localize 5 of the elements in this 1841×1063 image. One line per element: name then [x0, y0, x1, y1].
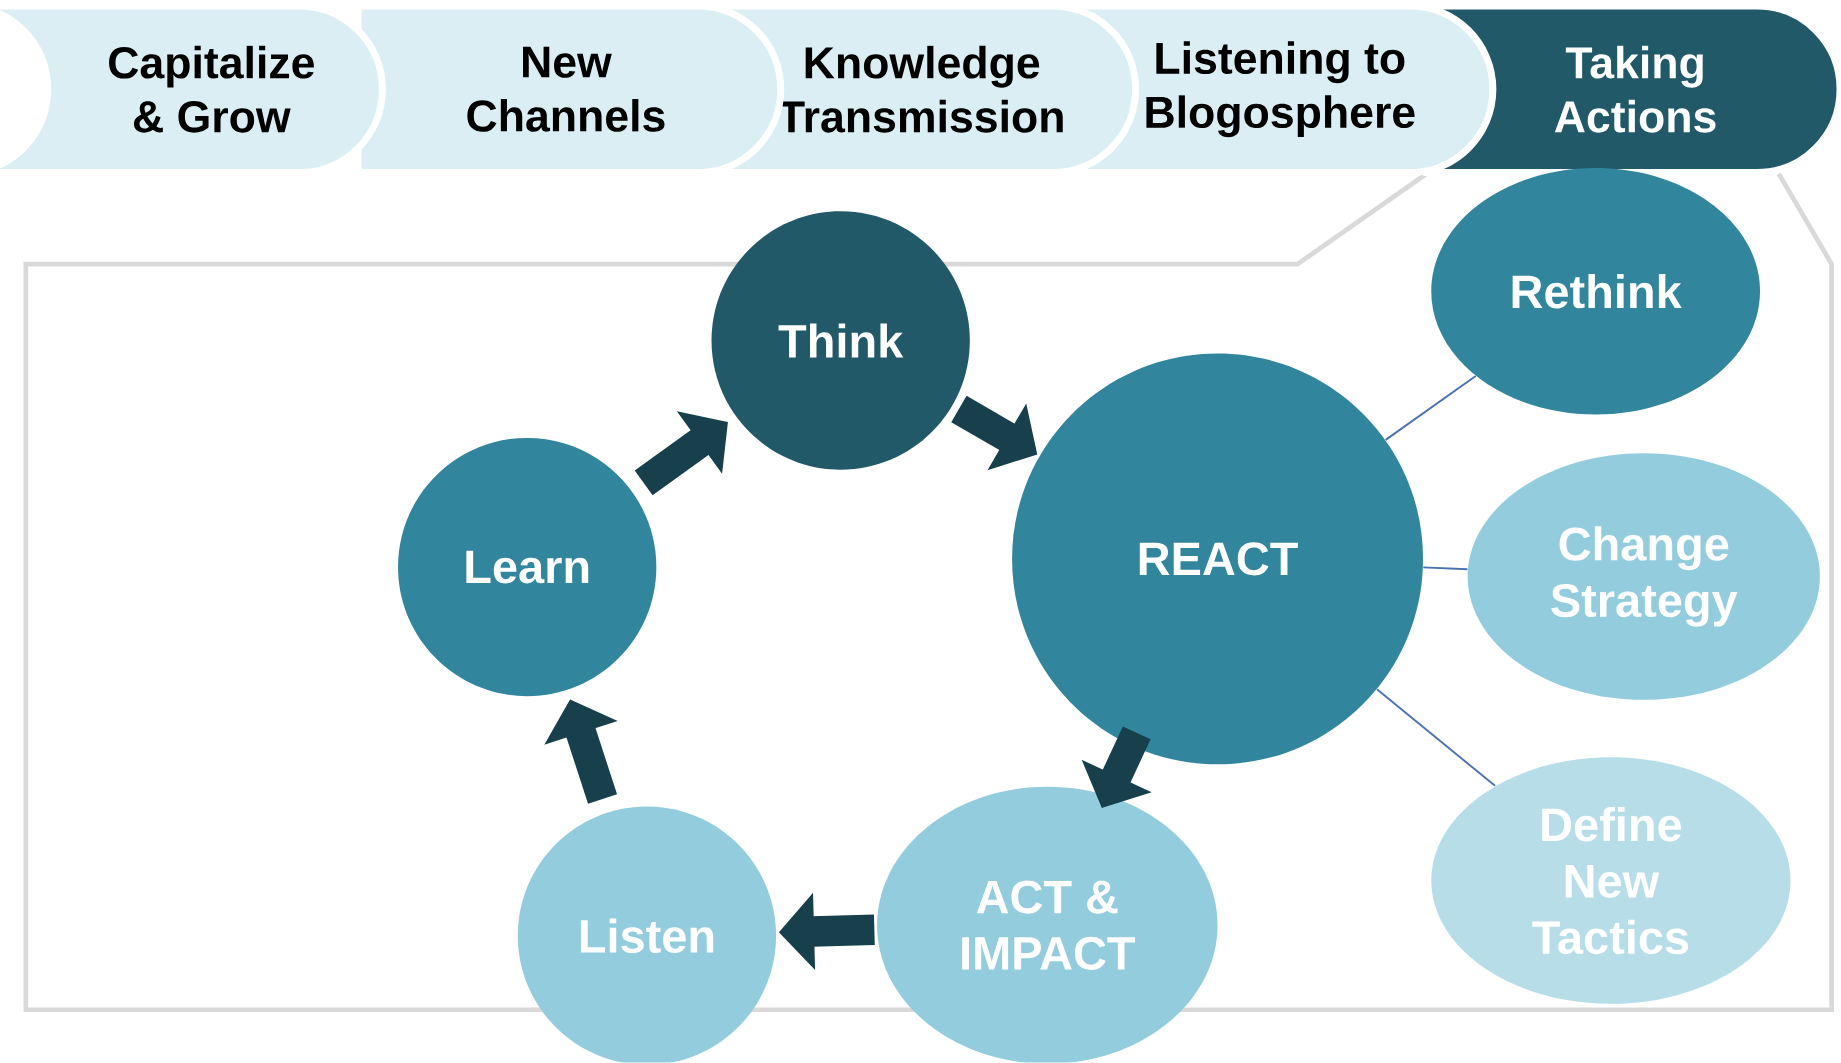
block-arrow — [634, 411, 728, 496]
connector-line — [1376, 688, 1496, 787]
connector-line — [1422, 566, 1469, 571]
connector-line — [1384, 375, 1477, 442]
step-tab: Capitalize & Grow — [0, 2, 386, 177]
